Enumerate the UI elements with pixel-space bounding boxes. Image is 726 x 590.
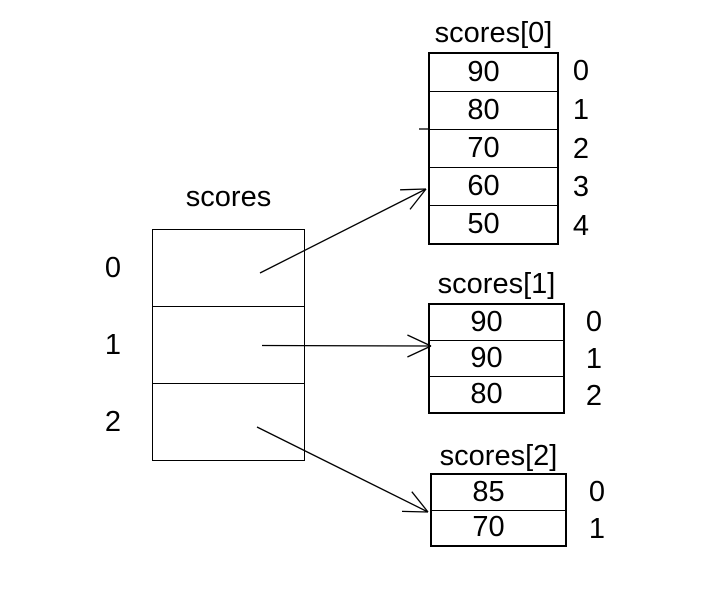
- value-cell-0-3: 60: [430, 168, 557, 206]
- value-cell-2-1: 70: [472, 511, 505, 544]
- outer-array-box: [152, 229, 305, 461]
- value-cell-0-4: 50: [467, 208, 500, 240]
- inner-index-label-0-3: 3: [572, 171, 590, 203]
- value-cell-1-2: 80: [470, 378, 503, 410]
- inner-index-label-1-0: 0: [585, 306, 603, 338]
- inner-array-title-2: scores[2]: [439, 440, 558, 472]
- inner-array-title-1: scores[1]: [437, 268, 556, 300]
- inner-index-label-2-1: 1: [588, 513, 606, 545]
- inner-array-title-0: scores[0]: [434, 17, 553, 49]
- inner-index-label-1-2: 2: [585, 380, 603, 412]
- outer-index-label-1: 1: [104, 329, 122, 361]
- inner-index-label-1-1: 1: [585, 343, 603, 375]
- value-cell-0-1: 80: [430, 92, 557, 130]
- value-cell-1-1: 90: [430, 341, 563, 377]
- value-cell-0-0: 90: [430, 54, 557, 92]
- outer-array-title: scores: [185, 181, 272, 213]
- value-cell-2-0: 85: [432, 475, 565, 511]
- inner-index-label-0-1: 1: [572, 94, 590, 126]
- inner-index-label-0-4: 4: [572, 210, 590, 242]
- outer-array-cell-2: [153, 384, 304, 460]
- outer-index-label-0: 0: [104, 252, 122, 284]
- outer-index-label-2: 2: [104, 406, 122, 438]
- outer-array-cell-0: [153, 230, 304, 307]
- value-cell-0-2: 70: [430, 130, 557, 168]
- inner-index-label-0-0: 0: [572, 55, 590, 87]
- outer-array-cell-1: [153, 307, 304, 384]
- inner-index-label-0-2: 2: [572, 133, 590, 165]
- value-cell-1-0: 90: [430, 305, 563, 341]
- inner-index-label-2-0: 0: [588, 476, 606, 508]
